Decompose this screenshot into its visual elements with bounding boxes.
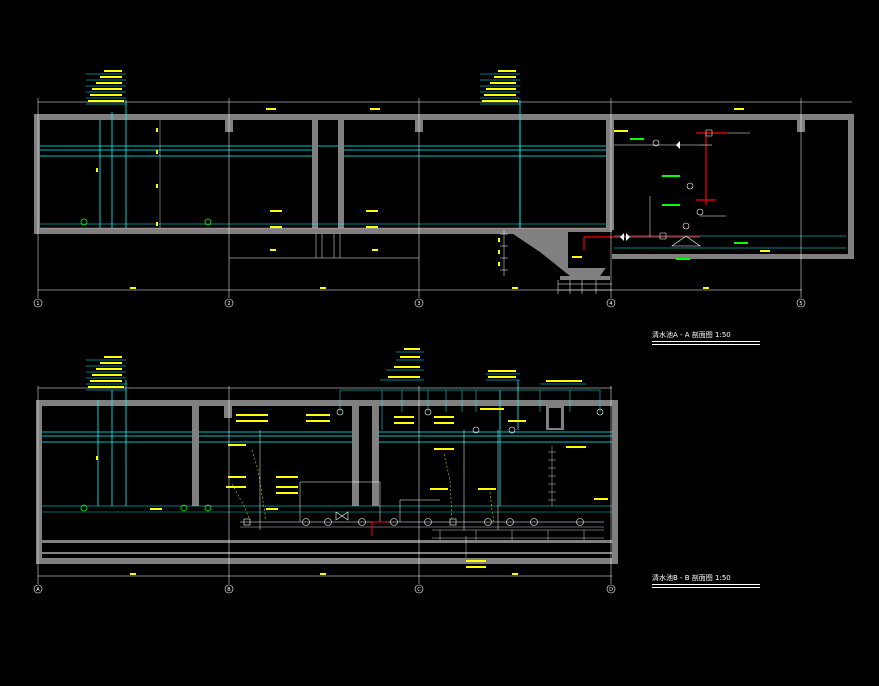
section-b-title: 清水池B - B 剖面图 1:50: [652, 573, 760, 588]
section-b-title-underline: [652, 587, 760, 588]
section-a-inlet-symbols: [80, 218, 212, 226]
section-b-annotation-lines: [86, 351, 601, 430]
section-a-title-text: 清水池A - A 剖面图 1:50: [652, 330, 760, 342]
section-b-axis-bubbles: [33, 584, 616, 594]
section-b-dim-line: [37, 386, 612, 584]
axis-label: 3: [417, 301, 420, 307]
axis-label: 5: [799, 301, 802, 307]
section-b-fittings: [243, 408, 604, 526]
section-b-annotation-text: [88, 348, 608, 568]
section-b-water-lines: [42, 380, 612, 513]
axis-label: A: [36, 587, 40, 593]
section-b-inlet-symbols: [80, 504, 212, 512]
section-a-annotation-text: [88, 70, 770, 266]
section-b-title-text: 清水池B - B 剖面图 1:50: [652, 573, 760, 585]
section-a-dim-line: [37, 98, 852, 298]
section-a-walls: [34, 114, 854, 280]
section-a-water-lines: [40, 100, 606, 228]
axis-label: C: [417, 587, 421, 593]
section-a-annotations: [86, 73, 520, 105]
axis-label: 2: [227, 301, 230, 307]
section-a-title: 清水池A - A 剖面图 1:50: [652, 330, 760, 345]
section-a-axis-bubbles: [33, 298, 806, 308]
section-a-level-lines: [40, 227, 846, 249]
section-a-title-underline: [652, 344, 760, 345]
section-b-opening: [549, 408, 561, 428]
axis-label: 1: [36, 301, 39, 307]
section-b-dim-text: [130, 573, 518, 575]
section-a-dim-text: [130, 249, 709, 289]
section-b-b: [33, 348, 618, 594]
axis-label: 4: [609, 301, 612, 307]
section-a-pump-piping: [583, 129, 750, 260]
axis-label: B: [227, 587, 231, 593]
axis-label: D: [609, 587, 613, 593]
section-a-a: [33, 70, 854, 308]
section-b-piping: [231, 430, 604, 558]
